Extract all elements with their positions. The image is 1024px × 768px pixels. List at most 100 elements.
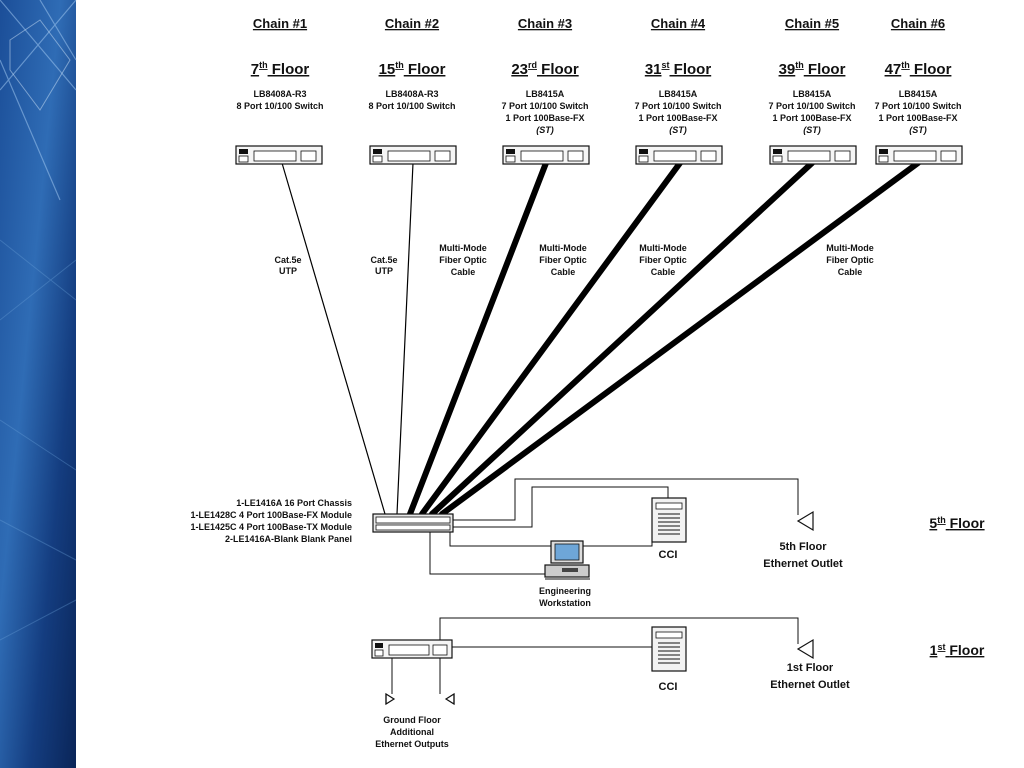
switch-desc: 1 Port 100Base-FX — [638, 113, 717, 123]
svg-text:Multi-Mode: Multi-Mode — [639, 243, 687, 253]
svg-text:Ground Floor: Ground Floor — [383, 715, 441, 725]
chain-floor-title: 31st Floor — [645, 60, 712, 78]
cat5-label-2: Cat.5e UTP — [370, 255, 397, 276]
ethernet-wire — [429, 532, 545, 575]
chain-floor-title: 7th Floor — [251, 60, 310, 78]
fiber-cable — [429, 160, 815, 517]
switch-desc: 7 Port 10/100 Switch — [768, 101, 855, 111]
ethernet-wire — [439, 617, 799, 644]
fiber-label-3: Multi-Mode Fiber Optic Cable — [639, 243, 687, 277]
chain-floor-title: 15th Floor — [379, 60, 446, 78]
switch-model: LB8408A-R3 — [385, 89, 438, 99]
switch-desc: 8 Port 10/100 Switch — [236, 101, 323, 111]
switch-desc: 1 Port 100Base-FX — [772, 113, 851, 123]
ethernet-wire — [434, 486, 669, 528]
svg-text:Cat.5e: Cat.5e — [274, 255, 301, 265]
svg-text:1st Floor: 1st Floor — [930, 642, 985, 658]
cci-label-5th: CCI — [659, 549, 678, 561]
switch-model: LB8415A — [899, 89, 938, 99]
ethernet-wire — [444, 520, 653, 547]
cable-layer — [281, 160, 921, 694]
fiber-label-1: Multi-Mode Fiber Optic Cable — [439, 243, 487, 277]
svg-text:UTP: UTP — [279, 266, 297, 276]
svg-text:Multi-Mode: Multi-Mode — [439, 243, 487, 253]
svg-text:5th Floor: 5th Floor — [779, 541, 827, 553]
svg-text:Cable: Cable — [838, 267, 863, 277]
switch-desc: 7 Port 10/100 Switch — [634, 101, 721, 111]
fiber-cable — [419, 160, 683, 517]
chain-title: Chain #5 — [785, 16, 839, 31]
switch-desc: (ST) — [669, 125, 687, 135]
svg-text:5th Floor: 5th Floor — [929, 515, 985, 531]
chain-title: Chain #4 — [651, 16, 706, 31]
left-banner — [0, 0, 77, 768]
chain-title: Chain #6 — [891, 16, 945, 31]
chain-title: Chain #3 — [518, 16, 572, 31]
outlet-1st-floor: 1st Floor Ethernet Outlet — [770, 638, 850, 691]
svg-text:Ethernet Outlet: Ethernet Outlet — [763, 558, 843, 570]
switch-device — [235, 145, 323, 165]
switch-device — [369, 145, 457, 165]
svg-text:Multi-Mode: Multi-Mode — [826, 243, 874, 253]
switch-desc: 8 Port 10/100 Switch — [368, 101, 455, 111]
switch-device — [502, 145, 590, 165]
switch-desc: (ST) — [909, 125, 927, 135]
svg-text:Fiber Optic: Fiber Optic — [439, 255, 487, 265]
chain-floor-title: 39th Floor — [779, 60, 846, 78]
chain-floor-title: 47th Floor — [885, 60, 952, 78]
switch-device — [769, 145, 857, 165]
svg-text:1-LE1416A 16 Port Chassis: 1-LE1416A 16 Port Chassis — [236, 498, 352, 508]
engineering-workstation: Engineering Workstation — [539, 540, 591, 608]
cat5-label-1: Cat.5e UTP — [274, 255, 301, 276]
floor-title-1st: 1st Floor — [930, 642, 985, 658]
switch-device — [635, 145, 723, 165]
switch-desc: (ST) — [803, 125, 821, 135]
fiber-cable — [407, 160, 549, 517]
switch-model: LB8415A — [659, 89, 698, 99]
svg-text:1-LE1425C 4 Port 100Base-TX Mo: 1-LE1425C 4 Port 100Base-TX Module — [190, 522, 352, 532]
svg-text:Workstation: Workstation — [539, 598, 591, 608]
switch-desc: 1 Port 100Base-FX — [878, 113, 957, 123]
floor-title-5th: 5th Floor — [929, 515, 985, 531]
switch-device — [875, 145, 963, 165]
svg-text:1st Floor: 1st Floor — [787, 662, 834, 674]
chain-floor-title: 23rd Floor — [511, 60, 579, 78]
svg-text:Cat.5e: Cat.5e — [370, 255, 397, 265]
switch-1st-floor — [371, 639, 453, 659]
chain-title: Chain #1 — [253, 16, 307, 31]
chain-title: Chain #2 — [385, 16, 439, 31]
svg-text:2-LE1416A-Blank Blank Panel: 2-LE1416A-Blank Blank Panel — [225, 534, 352, 544]
svg-text:Cable: Cable — [651, 267, 676, 277]
chassis-label: 1-LE1416A 16 Port Chassis 1-LE1428C 4 Po… — [190, 498, 352, 544]
ethernet-wire — [452, 627, 669, 648]
svg-text:Fiber Optic: Fiber Optic — [639, 255, 687, 265]
switch-desc: 7 Port 10/100 Switch — [501, 101, 588, 111]
cat5-cable — [281, 162, 386, 515]
cat5-cable — [396, 162, 414, 515]
ethernet-wire — [440, 478, 799, 521]
svg-text:Multi-Mode: Multi-Mode — [539, 243, 587, 253]
fiber-label-4: Multi-Mode Fiber Optic Cable — [826, 243, 874, 277]
switch-desc: 7 Port 10/100 Switch — [874, 101, 961, 111]
cci-label-1st: CCI — [659, 681, 678, 693]
svg-text:Fiber Optic: Fiber Optic — [539, 255, 587, 265]
svg-text:Additional: Additional — [390, 727, 434, 737]
switch-model: LB8415A — [526, 89, 565, 99]
fiber-cable — [439, 160, 921, 517]
ground-floor-outlets: Ground Floor Additional Ethernet Outputs — [375, 692, 455, 749]
cci-server-5th: CCI — [651, 497, 687, 561]
svg-text:Ethernet Outlet: Ethernet Outlet — [770, 679, 850, 691]
cci-server-1st: CCI — [651, 626, 687, 693]
outlet-5th-floor: 5th Floor Ethernet Outlet — [763, 510, 843, 570]
core-chassis — [372, 513, 454, 533]
switch-model: LB8408A-R3 — [253, 89, 306, 99]
switch-desc: 1 Port 100Base-FX — [505, 113, 584, 123]
fiber-label-2: Multi-Mode Fiber Optic Cable — [539, 243, 587, 277]
svg-text:Fiber Optic: Fiber Optic — [826, 255, 874, 265]
